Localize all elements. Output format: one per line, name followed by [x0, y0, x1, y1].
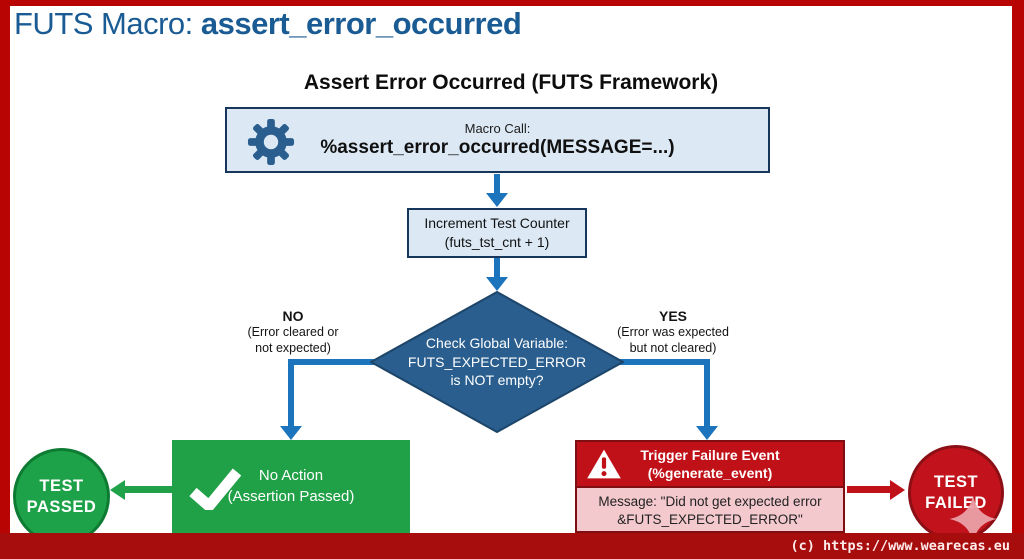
decision-line3: is NOT empty? — [450, 372, 544, 389]
increment-counter-node: Increment Test Counter (futs_tst_cnt + 1… — [407, 208, 587, 258]
test-passed-line2: PASSED — [26, 497, 97, 516]
yes-branch-label: YES (Error was expected but not cleared) — [608, 308, 738, 357]
macro-call-label: Macro Call: — [464, 121, 531, 136]
arrowhead-left-icon — [110, 480, 125, 500]
macro-call-node: Macro Call: %assert_error_occurred(MESSA… — [225, 107, 770, 173]
no-desc-line1: (Error cleared or — [247, 325, 339, 339]
pass-action-line2: (Assertion Passed) — [227, 487, 355, 505]
diagram-heading: Assert Error Occurred (FUTS Framework) — [303, 71, 719, 94]
failure-message-line2: &FUTS_EXPECTED_ERROR" — [617, 512, 803, 528]
arrow-to-test-failed — [847, 486, 891, 493]
test-passed-line1: TEST — [39, 476, 84, 495]
warning-triangle-icon — [586, 448, 622, 480]
arrow-to-test-passed — [124, 486, 173, 493]
failure-message: Message: "Did not get expected error &FU… — [577, 486, 843, 529]
arrowhead-down-icon — [280, 426, 302, 440]
no-branch-label: NO (Error cleared or not expected) — [228, 308, 358, 357]
yes-branch-connector-horizontal — [618, 359, 710, 365]
page-title: FUTS Macro: assert_error_occurred — [14, 6, 522, 42]
no-branch-connector-horizontal — [288, 359, 378, 365]
decision-line1: Check Global Variable: — [425, 335, 569, 352]
increment-line1: Increment Test Counter — [424, 215, 570, 232]
no-label: NO — [282, 308, 304, 324]
footer-band: (c) https://www.wearecas.eu — [0, 533, 1024, 559]
arrowhead-down-icon — [696, 426, 718, 440]
arrow-increment-to-decision — [494, 258, 500, 278]
arrowhead-down-icon — [486, 193, 508, 207]
decision-line2: FUTS_EXPECTED_ERROR — [407, 353, 587, 370]
no-desc-line2: not expected) — [255, 341, 331, 356]
yes-desc-line2: but not cleared) — [629, 341, 717, 356]
arrow-macro-to-increment — [494, 174, 500, 194]
copyright-text: (c) https://www.wearecas.eu — [790, 538, 1010, 554]
page-title-macro-name: assert_error_occurred — [200, 6, 522, 41]
no-action-node: No Action (Assertion Passed) — [172, 440, 410, 533]
macro-call-code: %assert_error_occurred(MESSAGE=...) — [320, 137, 675, 158]
trigger-failure-node: Trigger Failure Event (%generate_event) … — [575, 440, 845, 533]
arrowhead-down-icon — [486, 277, 508, 291]
yes-desc-line1: (Error was expected — [617, 325, 729, 339]
test-failed-line1: TEST — [933, 473, 979, 492]
fail-action-line1: Trigger Failure Event — [640, 446, 780, 463]
gear-icon — [247, 118, 295, 166]
failure-message-line1: Message: "Did not get expected error — [598, 494, 822, 509]
page-title-prefix: FUTS Macro: — [14, 6, 201, 41]
no-branch-connector-vertical — [288, 359, 294, 427]
test-passed-terminal: TEST PASSED — [13, 448, 110, 545]
yes-branch-connector-vertical — [704, 359, 710, 427]
fail-action-line2: (%generate_event) — [647, 465, 773, 481]
pass-action-line1: No Action — [258, 467, 324, 485]
decision-node: Check Global Variable: FUTS_EXPECTED_ERR… — [368, 290, 626, 434]
sparkle-icon — [948, 494, 998, 544]
yes-label: YES — [658, 308, 687, 324]
arrowhead-right-icon — [890, 480, 905, 500]
increment-line2: (futs_tst_cnt + 1) — [444, 234, 550, 250]
checkmark-icon — [188, 466, 242, 514]
